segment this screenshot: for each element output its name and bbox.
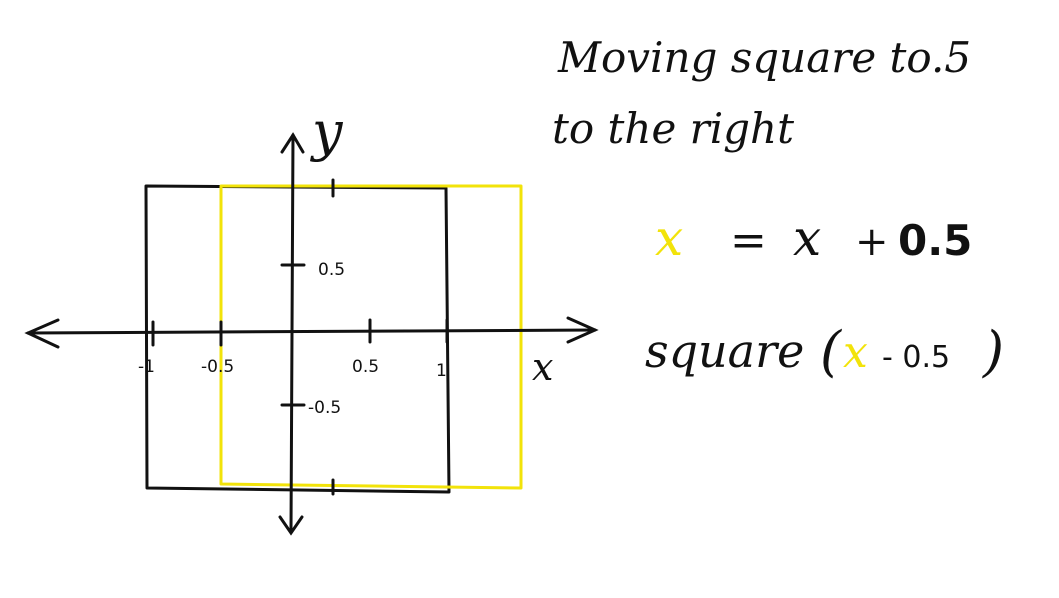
- note-line-1: Moving square to.5: [557, 33, 971, 82]
- x-axis-label: x: [532, 345, 553, 389]
- x-tick-1: 1: [436, 361, 447, 381]
- tick-marks: [151, 178, 449, 496]
- x-tick-05: 0.5: [352, 357, 379, 377]
- equation2-close-paren: ): [982, 320, 1004, 383]
- equation1-lhs-var: x: [655, 209, 683, 267]
- y-axis: [278, 132, 305, 536]
- equation1-rhs-var: x: [793, 209, 821, 267]
- equation2-func: square: [645, 324, 804, 378]
- equation2-var: x: [843, 327, 868, 378]
- y-tick-neg05: -0.5: [308, 398, 341, 418]
- equation1-plus: +: [855, 219, 889, 265]
- x-axis-right-arrow: [566, 316, 599, 344]
- y-axis-bottom-arrow: [278, 515, 304, 536]
- equation2-rest: - 0.5: [882, 340, 950, 375]
- shifted-square: [219, 184, 523, 490]
- equation1-equals: =: [730, 215, 767, 266]
- x-tick-neg05: -0.5: [201, 357, 234, 377]
- y-axis-label: y: [310, 100, 344, 163]
- note-line-2: to the right: [552, 104, 794, 153]
- y-tick-05: 0.5: [318, 260, 345, 280]
- x-axis-left-arrow: [24, 318, 60, 349]
- equation-substitution: x = x + 0.5: [655, 209, 972, 267]
- equation-function: square ( x - 0.5 ): [645, 320, 1004, 383]
- x-tick-neg1: -1: [138, 357, 155, 377]
- x-axis: [24, 316, 599, 349]
- original-square: [144, 184, 451, 494]
- y-axis-top-arrow: [280, 132, 305, 154]
- equation2-open-paren: (: [820, 320, 843, 383]
- equation1-rhs-num: 0.5: [898, 216, 972, 265]
